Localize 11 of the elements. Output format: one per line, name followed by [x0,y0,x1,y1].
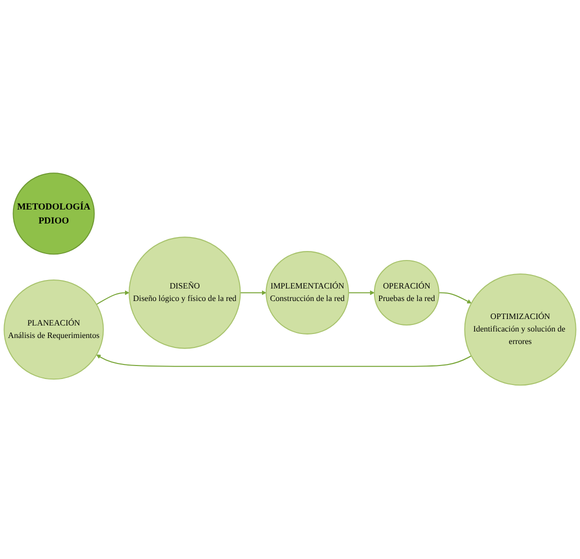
arrow [96,354,472,368]
node-circle: OPTIMIZACIÓN Identificación y solución de errores [464,274,576,386]
node-circle: METODOLOGÍA PDIOO [12,172,95,256]
node-circle: PLANEACIÓN Análisis de Requerimientos [4,280,104,380]
node-circle: OPERACIÓN Pruebas de la red [374,260,440,326]
arrow [438,292,472,304]
node-circle: DISEÑO Diseño lógico y físico de la red [128,237,241,350]
arrow [348,290,375,296]
node-circle: IMPLEMENTACIÓN Construcción de la red [266,251,350,335]
arrow [96,290,130,306]
arrow [240,290,266,296]
